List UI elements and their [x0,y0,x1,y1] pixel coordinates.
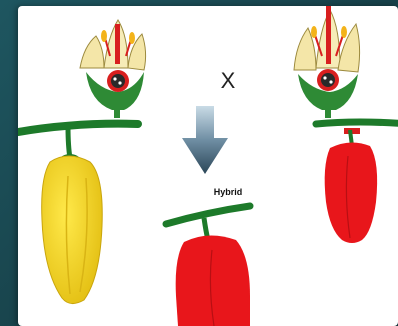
hybrid-label: Hybrid [206,187,250,197]
yellow-pepper-parent [18,124,138,304]
left-flower-icon [80,20,146,118]
right-flower-icon [294,6,360,118]
down-arrow-icon [182,106,228,174]
red-pepper-hybrid [166,206,250,326]
red-pepper-parent [316,122,398,243]
pepper-hybridization-diagram [18,6,398,326]
cross-symbol: X [218,68,238,94]
diagram-card: X Hybrid [18,6,398,326]
